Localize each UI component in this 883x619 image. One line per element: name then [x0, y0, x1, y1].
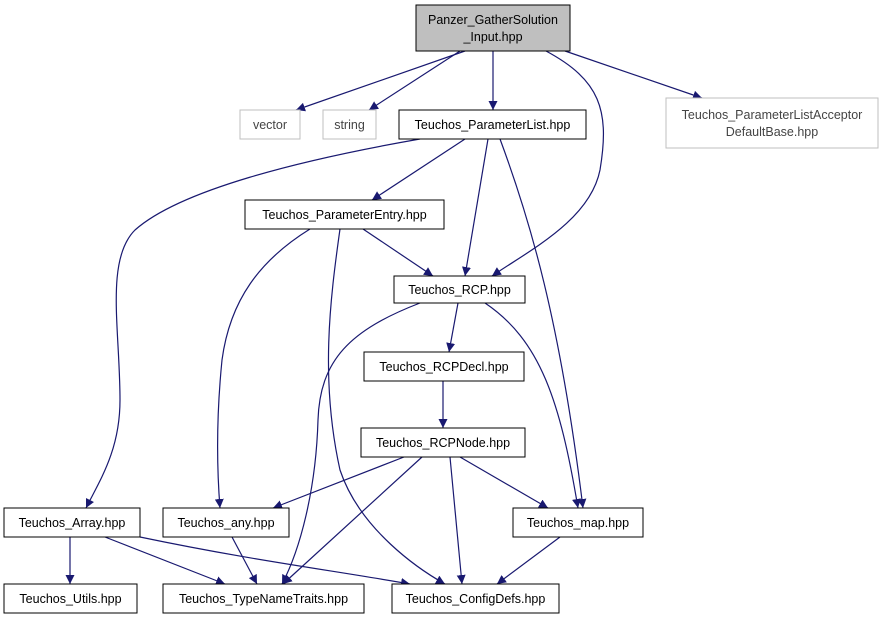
node-placcept: Teuchos_ParameterListAcceptorDefaultBase… — [665, 97, 879, 149]
node-label: DefaultBase.hpp — [726, 125, 818, 139]
node-array[interactable]: Teuchos_Array.hpp — [3, 507, 141, 538]
node-box — [415, 4, 571, 52]
edge-rcp-to-rcpdecl — [446, 302, 459, 353]
node-any[interactable]: Teuchos_any.hpp — [162, 507, 290, 538]
node-box — [363, 351, 525, 382]
node-string: string — [322, 109, 377, 140]
node-box — [3, 507, 141, 538]
dependency-edges — [65, 50, 703, 587]
node-box — [244, 199, 445, 230]
node-utils[interactable]: Teuchos_Utils.hpp — [3, 583, 138, 614]
node-box — [322, 109, 377, 140]
node-box — [512, 507, 644, 538]
node-pentry[interactable]: Teuchos_ParameterEntry.hpp — [244, 199, 445, 230]
node-label: Teuchos_ParameterList.hpp — [415, 118, 571, 132]
edge-map-to-config — [496, 536, 561, 585]
edge-root-to-vector — [295, 50, 466, 112]
node-box — [398, 109, 587, 140]
node-label: Teuchos_RCPNode.hpp — [376, 436, 510, 450]
edge-rcp-to-tnt — [281, 302, 421, 585]
edge-pentry-to-any — [214, 228, 311, 509]
edge-any-to-tnt — [231, 536, 258, 585]
node-label: _Input.hpp — [462, 30, 522, 44]
node-config[interactable]: Teuchos_ConfigDefs.hpp — [391, 583, 560, 614]
node-box — [162, 583, 365, 614]
node-rcpnode[interactable]: Teuchos_RCPNode.hpp — [360, 427, 526, 458]
edge-root-to-rcp — [491, 50, 605, 277]
node-box — [391, 583, 560, 614]
edge-rcp-to-map — [484, 302, 581, 509]
edge-array-to-config — [139, 536, 411, 587]
node-label: Teuchos_map.hpp — [527, 516, 629, 530]
edge-rcpnode-to-any — [272, 456, 405, 509]
edge-plist-to-array — [85, 138, 421, 509]
edge-rcpnode-to-tnt — [282, 456, 423, 585]
node-label: vector — [253, 118, 287, 132]
node-plist[interactable]: Teuchos_ParameterList.hpp — [398, 109, 587, 140]
node-rcp[interactable]: Teuchos_RCP.hpp — [393, 275, 526, 304]
edge-pentry-to-rcp — [362, 228, 434, 277]
edge-plist-to-rcp — [462, 138, 489, 277]
node-box — [162, 507, 290, 538]
edge-root-to-string — [368, 50, 461, 111]
node-box — [665, 97, 879, 149]
node-label: Teuchos_RCP.hpp — [408, 283, 511, 297]
edge-array-to-tnt — [104, 536, 226, 585]
node-box — [393, 275, 526, 304]
edge-plist-to-pentry — [371, 138, 466, 201]
node-box — [239, 109, 301, 140]
node-vector: vector — [239, 109, 301, 140]
edge-root-to-placcept — [564, 50, 703, 100]
node-root[interactable]: Panzer_GatherSolution _Input.hpp — [415, 4, 571, 52]
node-label: Teuchos_ConfigDefs.hpp — [406, 592, 546, 606]
node-tnt[interactable]: Teuchos_TypeNameTraits.hpp — [162, 583, 365, 614]
node-label: Teuchos_RCPDecl.hpp — [379, 360, 508, 374]
node-label: Panzer_GatherSolution — [428, 13, 558, 27]
edge-rcpnode-to-config — [449, 456, 466, 585]
edge-rcpnode-to-map — [459, 456, 549, 509]
node-box — [360, 427, 526, 458]
edge-plist-to-map — [499, 138, 587, 509]
node-label: Teuchos_any.hpp — [177, 516, 274, 530]
node-label: Teuchos_Utils.hpp — [19, 592, 121, 606]
node-rcpdecl[interactable]: Teuchos_RCPDecl.hpp — [363, 351, 525, 382]
node-label: Teuchos_ParameterListAcceptor — [682, 108, 863, 122]
node-map[interactable]: Teuchos_map.hpp — [512, 507, 644, 538]
node-label: string — [334, 118, 365, 132]
node-box — [3, 583, 138, 614]
node-label: Teuchos_Array.hpp — [19, 516, 126, 530]
node-label: Teuchos_ParameterEntry.hpp — [262, 208, 426, 222]
node-label: Teuchos_TypeNameTraits.hpp — [179, 592, 348, 606]
edge-pentry-to-config — [327, 228, 446, 585]
